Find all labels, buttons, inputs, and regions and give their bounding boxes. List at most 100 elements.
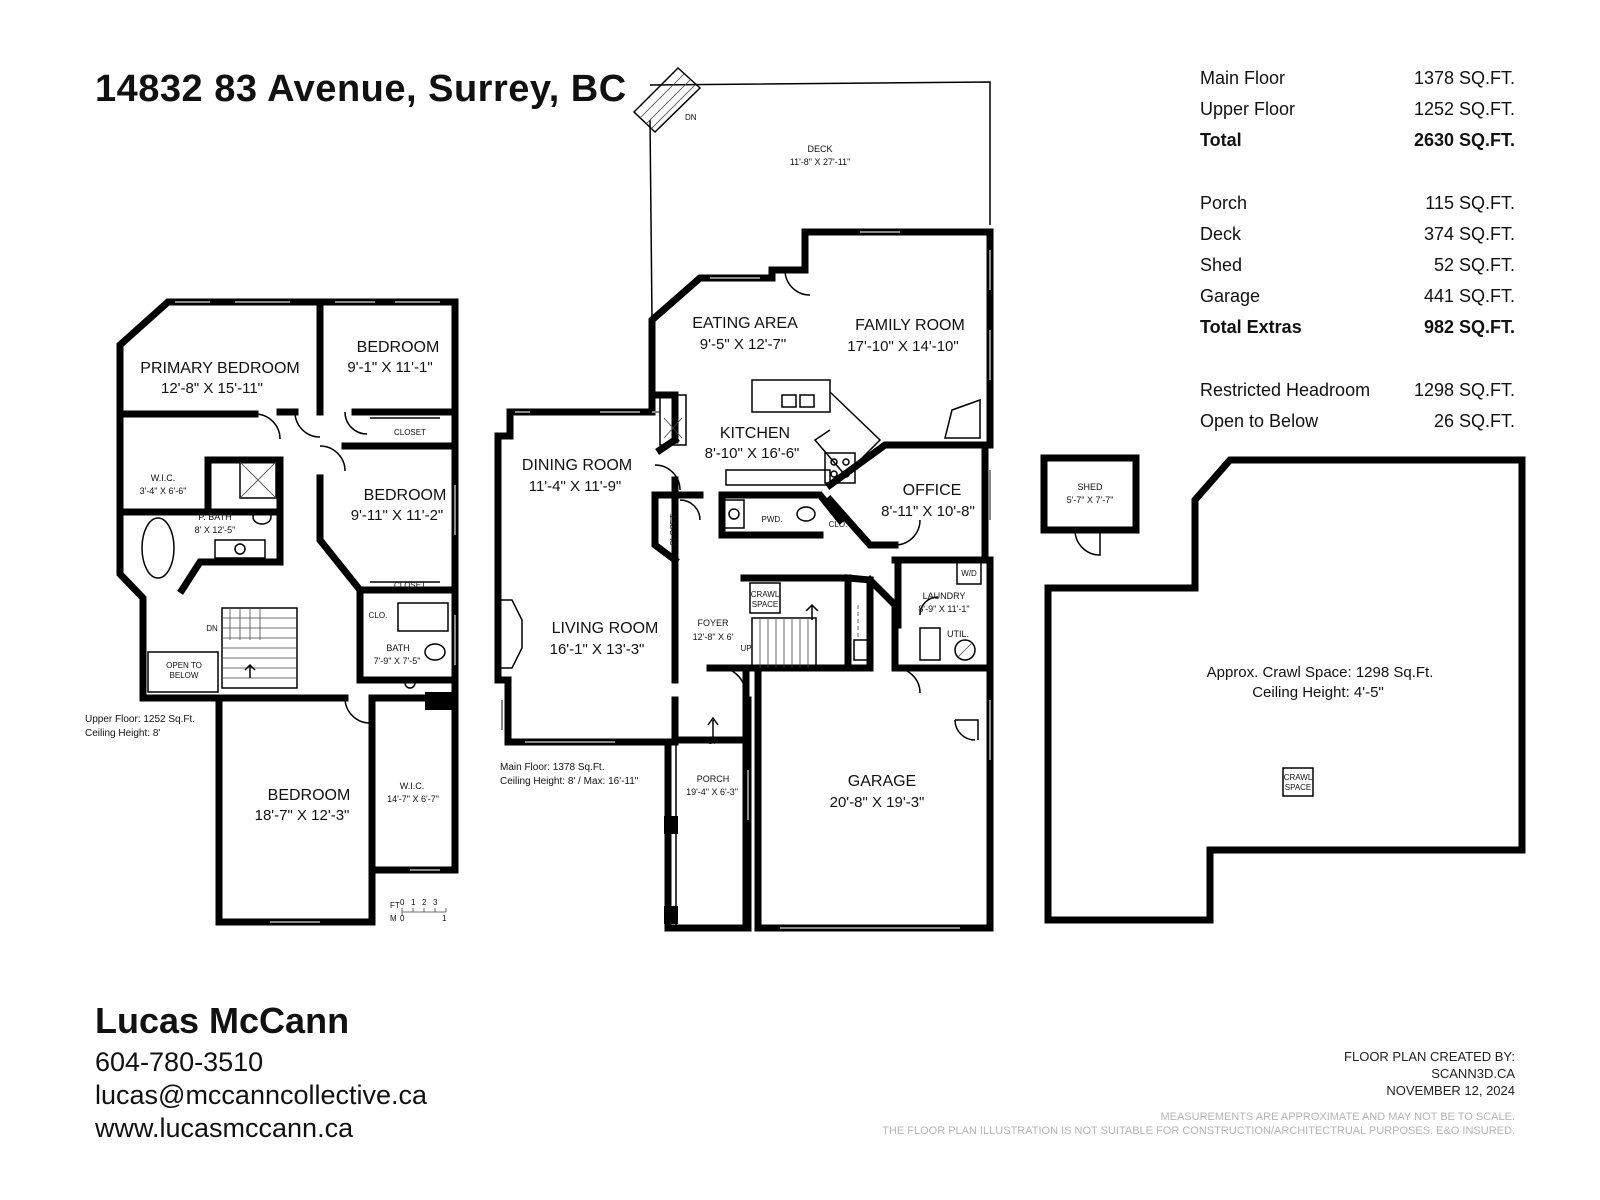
scale-unit: M [390, 914, 397, 923]
room-dimensions: 8'-11" X 10'-8" [881, 503, 975, 520]
upper-floor-plan: PRIMARY BEDROOM 12'-8" X 15'-11" BEDROOM… [85, 298, 459, 926]
bathtub-icon [141, 517, 175, 579]
agent-website[interactable]: www.lucasmccann.ca [95, 1113, 354, 1143]
area-value: 2630 SQ.FT. [1413, 130, 1515, 150]
agent-email[interactable]: lucas@mccanncollective.ca [95, 1080, 428, 1110]
area-label: Open to Below [1200, 411, 1319, 431]
room-label: LAUNDRY [923, 591, 966, 601]
room-label: W.I.C. [400, 781, 425, 791]
upper-interior-wall [316, 474, 459, 594]
closet-label: CLOSET [394, 581, 426, 590]
main-stairs [707, 582, 819, 740]
main-windows [501, 231, 991, 929]
scale-unit: FT [390, 901, 400, 910]
room-label: BEDROOM [364, 487, 447, 504]
sink-icon [728, 508, 740, 520]
room-label: FOYER [697, 618, 729, 628]
open-to-below-label: BELOW [170, 671, 199, 680]
upper-interior-wall [116, 508, 284, 595]
room-label: P. BATH [198, 512, 231, 522]
room-dimensions: 11'-8" X 27'-11" [790, 157, 851, 167]
room-dimensions: 12'-8" X 6' [693, 632, 734, 642]
door-swings [654, 269, 979, 741]
property-address: 14832 83 Avenue, Surrey, BC [95, 68, 627, 110]
room-dimensions: 3'-4" X 6'-6" [140, 486, 187, 496]
area-label: Restricted Headroom [1200, 380, 1371, 400]
porch-outline [675, 700, 748, 929]
main-interior-wall [844, 574, 874, 584]
shower-icon [397, 602, 449, 632]
plan-credit: FLOOR PLAN CREATED BY: SCANN3D.CA NOVEMB… [1344, 1048, 1515, 1099]
room-label: FAMILY ROOM [855, 317, 965, 334]
room-dimensions: 11'-4" X 11'-9" [529, 478, 622, 495]
room-dimensions: 8' X 12'-5" [195, 525, 236, 535]
door-swing [1074, 529, 1101, 556]
upper-stairs [221, 607, 298, 689]
room-label: DINING ROOM [522, 457, 632, 474]
room-label: BEDROOM [268, 787, 351, 804]
crawlspace-height: Ceiling Height: 4'-5" [1252, 684, 1384, 701]
closet-label: CLOSET [394, 428, 426, 437]
floor-info: Main Floor: 1378 Sq.Ft. [500, 762, 605, 773]
deck-outline [649, 119, 653, 321]
room-label: KITCHEN [720, 425, 790, 442]
upper-interior-wall [116, 456, 212, 516]
toilet-icon [424, 643, 446, 661]
shower-icon [239, 461, 277, 499]
door-swings [254, 411, 371, 724]
room-dimensions: 8'-9" X 11'-1" [918, 604, 969, 614]
crawlspace-area: Approx. Crawl Space: 1298 Sq.Ft. [1207, 664, 1434, 681]
crawlspace-plan: CRAWL SPACE Approx. Crawl Space: 1298 Sq… [1044, 456, 1526, 924]
sink-icon [234, 543, 246, 555]
room-dimensions: 18'-7" X 12'-3" [255, 807, 350, 824]
floor-info: Ceiling Height: 8' [85, 728, 160, 739]
room-label: LIVING ROOM [552, 620, 659, 637]
shed-outline [1040, 454, 1140, 534]
area-label: Garage [1200, 286, 1261, 306]
kitchen-counters [659, 379, 981, 486]
scale-bar: FT M 0 1 2 3 0 1 [390, 898, 447, 923]
crawl-space-label: SPACE [1285, 783, 1312, 792]
stair-direction: UP [707, 737, 718, 746]
area-label: Upper Floor [1200, 99, 1296, 119]
closet-rods [370, 417, 440, 583]
toilet-icon [252, 509, 272, 525]
scale-tick: 0 [400, 898, 405, 907]
porch-post [664, 816, 678, 834]
closet-label: CLOSET [669, 514, 678, 546]
main-interior-wall [718, 491, 845, 525]
area-label: Total Extras [1200, 317, 1302, 337]
upper-interior-wall [204, 456, 284, 516]
area-value: 982 SQ.FT. [1423, 317, 1515, 337]
room-dimensions: 8'-10" X 16'-6" [705, 445, 800, 462]
area-value: 52 SQ.FT. [1433, 255, 1515, 275]
crawl-space-label: CRAWL [751, 590, 780, 599]
sink-icon [404, 677, 416, 689]
scale-tick: 2 [422, 898, 427, 907]
room-dimensions: 7'-9" X 7'-5" [374, 656, 421, 666]
upper-interior-wall [356, 586, 459, 684]
room-dimensions: 16'-1" X 13'-3" [550, 641, 645, 658]
scale-tick: 1 [411, 898, 416, 907]
credit-line: FLOOR PLAN CREATED BY: [1344, 1049, 1515, 1064]
area-row-total-extras: Total Extras 982 SQ.FT. [1200, 317, 1515, 348]
room-label: EATING AREA [692, 315, 798, 332]
floor-info: Upper Floor: 1252 Sq.Ft. [85, 714, 195, 725]
room-label: PORCH [697, 774, 730, 784]
main-interior-wall [825, 495, 899, 549]
scale-tick: 1 [442, 914, 447, 923]
area-value: 1378 SQ.FT. [1413, 68, 1515, 88]
deck-stairs [632, 66, 702, 134]
room-dimensions: 12'-8" X 15'-11" [161, 380, 263, 397]
fireplace-icon [497, 599, 523, 669]
area-value: 441 SQ.FT. [1423, 286, 1515, 306]
room-label: PWD. [762, 515, 783, 524]
area-value: 374 SQ.FT. [1423, 224, 1515, 244]
